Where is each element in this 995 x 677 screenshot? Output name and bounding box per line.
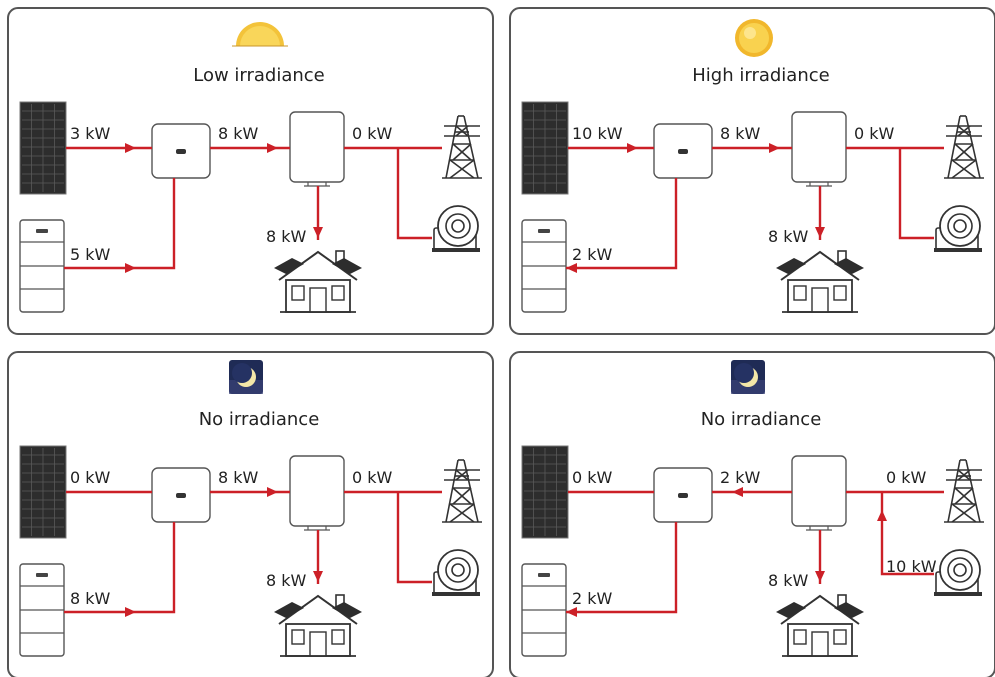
flow-arrow [769,143,780,153]
inverter-power-label: 8 kW [218,124,259,143]
panel-frame [509,351,995,677]
scenario-title: High irradiance [692,65,829,86]
flow-arrow [267,143,278,153]
flow-arrow [125,263,136,273]
house-power-label: 8 kW [266,227,307,246]
inverter-icon [791,111,847,187]
house-power-label: 8 kW [768,571,809,590]
battery-power-label: 5 kW [70,245,111,264]
pv-power-label: 0 kW [70,468,111,487]
inverter-power-label: 8 kW [720,124,761,143]
scenario-title: No irradiance [199,409,320,430]
flow-arrow [313,227,323,238]
solar-panel-icon [19,101,67,195]
grid-power-label: 0 kW [352,124,393,143]
scenario-panel-1: Low irradiance 3 kW 5 kW 8 kW 0 kW 8 kW [7,7,494,335]
grid-power-label: 0 kW [352,468,393,487]
grid-power-label: 0 kW [886,468,927,487]
grid-power-label: 0 kW [854,124,895,143]
panel-frame [7,351,494,677]
house-power-label: 8 kW [768,227,809,246]
flow-arrow [313,571,323,582]
inverter-power-label: 8 kW [218,468,259,487]
flow-arrow [125,607,136,617]
battery-icon [19,219,65,313]
flow-arrow [815,227,825,238]
pv-power-label: 0 kW [572,468,613,487]
battery-icon [521,219,567,313]
inverter-icon [289,455,345,531]
flow-line [64,178,176,270]
scenario-title: No irradiance [701,409,822,430]
scenario-panel-4: No irradiance 0 kW 2 kW 2 kW 0 kW 8 kW 10 kW [509,351,995,677]
controller-icon [151,467,211,523]
sun-high-icon [735,19,773,57]
inverter-icon [289,111,345,187]
battery-icon [521,563,567,657]
flow-arrow [125,143,136,153]
panel-frame [509,7,995,335]
solar-panel-icon [19,445,67,539]
flow-line [396,148,432,240]
controller-icon [653,467,713,523]
flow-line [566,178,678,270]
pv-power-label: 3 kW [70,124,111,143]
scenario-panel-2: High irradiance 10 kW 2 kW 8 kW 0 kW 8 kW [509,7,995,335]
flow-arrow [877,510,887,521]
flow-arrow [566,607,577,617]
controller-icon [653,123,713,179]
house-power-label: 8 kW [266,571,307,590]
flow-arrow [627,143,638,153]
scenario-panel-3: No irradiance 0 kW 8 kW 8 kW 0 kW 8 kW [7,351,494,677]
flow-line [396,492,432,584]
battery-power-label: 8 kW [70,589,111,608]
flow-line [566,522,678,614]
battery-power-label: 2 kW [572,245,613,264]
moon-icon [731,360,765,394]
generator-power-label: 10 kW [886,557,937,576]
moon-icon [229,360,263,394]
flow-arrow [732,487,743,497]
flow-line [898,148,934,240]
controller-icon [151,123,211,179]
pv-power-label: 10 kW [572,124,623,143]
inverter-icon [791,455,847,531]
flow-arrow [815,571,825,582]
solar-panel-icon [521,101,569,195]
panel-frame [7,7,494,335]
scenario-title: Low irradiance [193,65,325,86]
flow-line [64,522,176,614]
battery-icon [19,563,65,657]
flow-arrow [267,487,278,497]
solar-panel-icon [521,445,569,539]
battery-power-label: 2 kW [572,589,613,608]
inverter-power-label: 2 kW [720,468,761,487]
flow-arrow [566,263,577,273]
